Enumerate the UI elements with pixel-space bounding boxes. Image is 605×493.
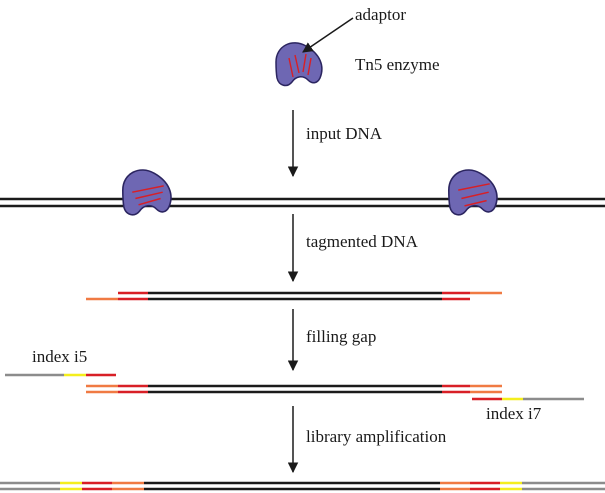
adaptor-label: adaptor xyxy=(355,5,406,24)
bound-tn5-enzyme-right-icon xyxy=(448,169,498,216)
index-i5-label: index i5 xyxy=(32,347,87,366)
adaptor-pointer-arrow xyxy=(302,17,354,53)
tagmented-dna xyxy=(86,291,502,301)
tn5-enzyme-icon xyxy=(275,42,323,87)
index-i7-label: index i7 xyxy=(486,404,542,423)
library-amplification-label: library amplification xyxy=(306,427,447,446)
amplified-library xyxy=(0,481,605,491)
tagmented-dna-label: tagmented DNA xyxy=(306,232,419,251)
tn5-enzyme-label: Tn5 enzyme xyxy=(355,55,440,74)
bound-tn5-enzyme-left-icon xyxy=(122,169,172,216)
gap-filled-dna xyxy=(86,384,502,394)
input-dna-label: input DNA xyxy=(306,124,383,143)
filling-gap-label: filling gap xyxy=(306,327,376,346)
input-dna xyxy=(0,197,605,208)
